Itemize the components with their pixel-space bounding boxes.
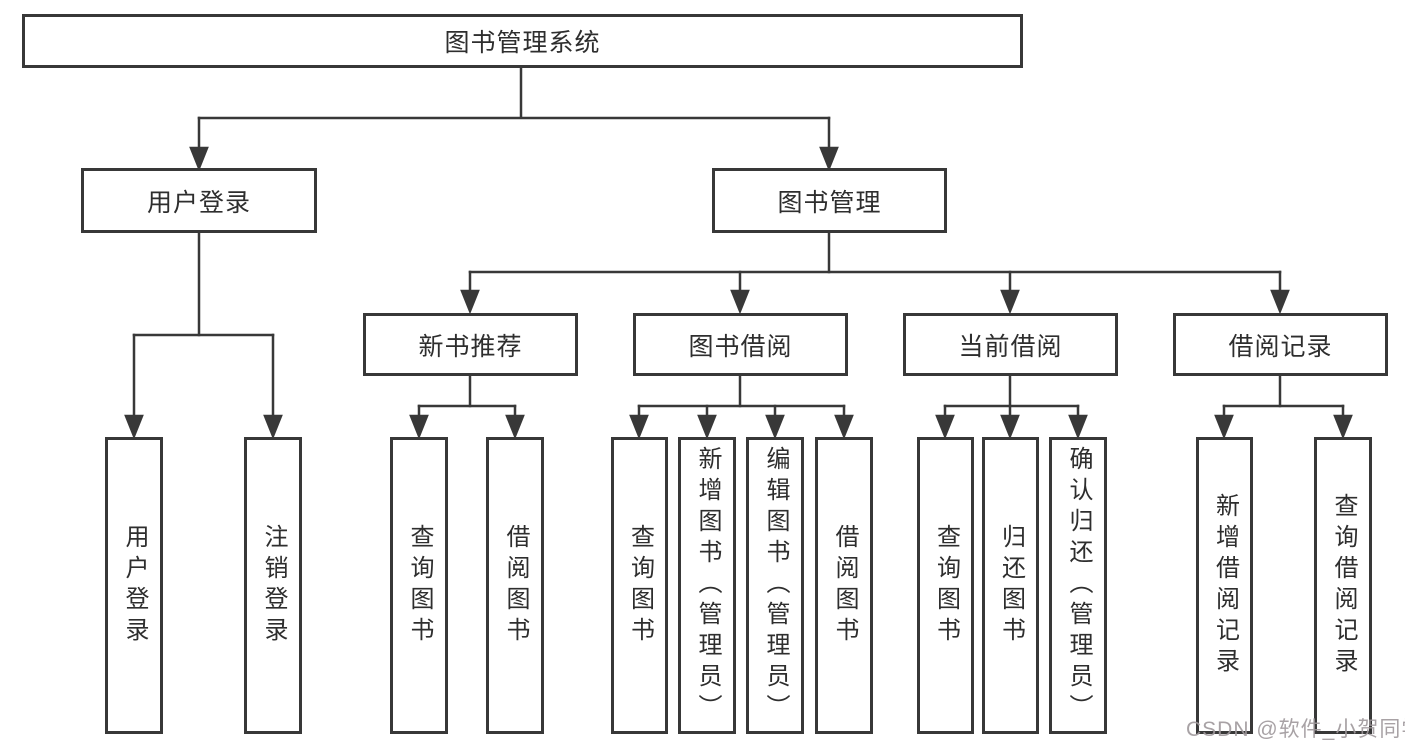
leaf-borrow-books-borrowing: 借阅图书 — [815, 437, 873, 734]
arrow-nbr-query — [409, 404, 429, 440]
arrow-cb-query — [935, 404, 955, 440]
arrow-to-book-borrowing — [730, 270, 750, 315]
node-book-borrowing: 图书借阅 — [633, 313, 848, 376]
arrow-bb-edit — [765, 404, 785, 440]
arrow-to-borrow-records — [1270, 270, 1290, 315]
leaf-add-borrow-record: 新增借阅记录 — [1196, 437, 1253, 734]
leaf-query-borrow-record: 查询借阅记录 — [1314, 437, 1372, 734]
arrow-to-user-login — [189, 116, 209, 172]
leaf-logout: 注销登录 — [244, 437, 302, 734]
watermark: CSDN @软件_小贺同学 — [1186, 718, 1405, 741]
leaf-borrow-books-recommend: 借阅图书 — [486, 437, 544, 734]
arrow-to-book-management — [819, 116, 839, 172]
arrow-br-add — [1214, 404, 1234, 440]
arrow-to-leaf-logout — [263, 333, 283, 440]
leaf-return-book: 归还图书 — [982, 437, 1039, 734]
node-current-borrowing: 当前借阅 — [903, 313, 1118, 376]
arrow-cb-confirm — [1068, 404, 1088, 440]
arrow-bb-add — [697, 404, 717, 440]
node-borrow-records: 借阅记录 — [1173, 313, 1388, 376]
node-new-book-recommend: 新书推荐 — [363, 313, 578, 376]
leaf-query-books-recommend: 查询图书 — [390, 437, 448, 734]
arrow-nbr-borrow — [505, 404, 525, 440]
leaf-query-books-current: 查询图书 — [917, 437, 974, 734]
leaf-user-login: 用户登录 — [105, 437, 163, 734]
leaf-query-books-borrowing: 查询图书 — [611, 437, 668, 734]
node-user-login: 用户登录 — [81, 168, 317, 233]
node-book-management: 图书管理 — [712, 168, 947, 233]
arrow-to-current-borrowing — [1000, 270, 1020, 315]
leaf-add-book-admin: 新增图书（管理员） — [678, 437, 736, 734]
arrow-to-leaf-user-login — [124, 333, 144, 440]
arrow-cb-return — [1000, 404, 1020, 440]
arrow-br-query — [1333, 404, 1353, 440]
arrow-bb-query — [629, 404, 649, 440]
arrow-bb-borrow — [834, 404, 854, 440]
leaf-confirm-return-admin: 确认归还（管理员） — [1049, 437, 1107, 734]
arrow-to-new-book-recommend — [460, 270, 480, 315]
leaf-edit-book-admin: 编辑图书（管理员） — [746, 437, 804, 734]
node-library-system: 图书管理系统 — [22, 14, 1023, 68]
